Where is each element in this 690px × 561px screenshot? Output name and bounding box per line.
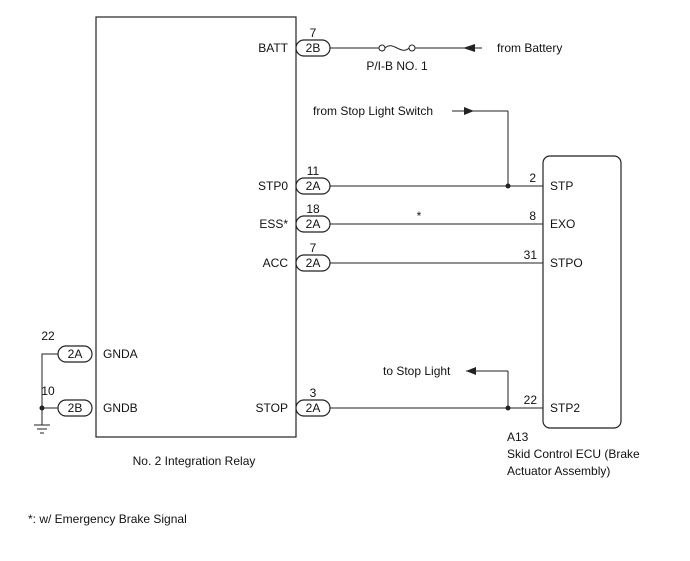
relay-pin-number-stp0: 11: [307, 164, 320, 178]
wire-gnda: [41, 353, 58, 425]
fuse-terminal-right: [408, 44, 416, 52]
relay-pin-label-stp0: STP0: [258, 179, 288, 193]
relay-pin-number-ess: 18: [306, 202, 320, 216]
relay-pin-label-ess: ESS*: [259, 217, 288, 231]
ecu-pin-label-stp2: STP2: [550, 401, 580, 415]
junction-ground: [39, 405, 45, 411]
ecu-pin-number-stp2: 22: [524, 393, 538, 407]
footnote: *: w/ Emergency Brake Signal: [28, 512, 187, 526]
from-battery-arrow-icon: [463, 44, 475, 52]
junction-stp: [505, 183, 511, 189]
connector-stp0-label: 2A: [306, 179, 321, 193]
connector-ess-label: 2A: [306, 217, 321, 231]
integration-relay-name: No. 2 Integration Relay: [133, 454, 256, 468]
skid-control-ecu-box: [542, 155, 622, 429]
connector-batt-label: 2B: [306, 41, 321, 55]
ecu-pin-number-stp: 2: [529, 171, 536, 185]
ecu-pin-label-exo: EXO: [550, 217, 575, 231]
ground-icon: [34, 424, 50, 434]
to-stop-light-arrow-icon: [466, 367, 476, 375]
ecu-pin-number-stpo: 31: [524, 248, 538, 262]
relay-pin-label-gnda: GNDA: [103, 347, 138, 361]
relay-pin-label-gndb: GNDB: [103, 401, 138, 415]
fuse-icon: [384, 45, 410, 51]
relay-pin-number-gnda: 22: [41, 329, 55, 343]
relay-pin-label-batt: BATT: [258, 41, 288, 55]
relay-pin-label-stop: STOP: [256, 401, 288, 415]
to-stop-light-label: to Stop Light: [383, 364, 451, 378]
connector-gnda-label: 2A: [68, 347, 83, 361]
ecu-pin-label-stpo: STPO: [550, 256, 583, 270]
fuse-terminal-left: [378, 44, 386, 52]
from-stop-switch-label: from Stop Light Switch: [313, 104, 433, 118]
connector-stop-label: 2A: [306, 401, 321, 415]
ess-wire-mark: *: [417, 209, 422, 223]
connector-gndb-label: 2B: [68, 401, 83, 415]
relay-pin-number-gndb: 10: [41, 384, 55, 398]
ecu-pin-label-stp: STP: [550, 179, 573, 193]
ecu-pin-number-exo: 8: [529, 209, 536, 223]
ecu-name-line2: Actuator Assembly): [507, 464, 610, 478]
relay-pin-number-acc: 7: [310, 241, 317, 255]
integration-relay-box: [95, 16, 297, 438]
ecu-name-line1: Skid Control ECU (Brake: [507, 447, 640, 461]
from-battery-label: from Battery: [497, 41, 562, 55]
fuse-label: P/I-B NO. 1: [366, 59, 428, 73]
relay-pin-number-stop: 3: [310, 386, 317, 400]
connector-acc-label: 2A: [306, 256, 321, 270]
relay-pin-label-acc: ACC: [263, 256, 289, 270]
relay-pin-number-batt: 7: [310, 26, 317, 40]
ecu-code: A13: [507, 430, 529, 444]
stop-switch-arrow-icon: [464, 107, 474, 115]
